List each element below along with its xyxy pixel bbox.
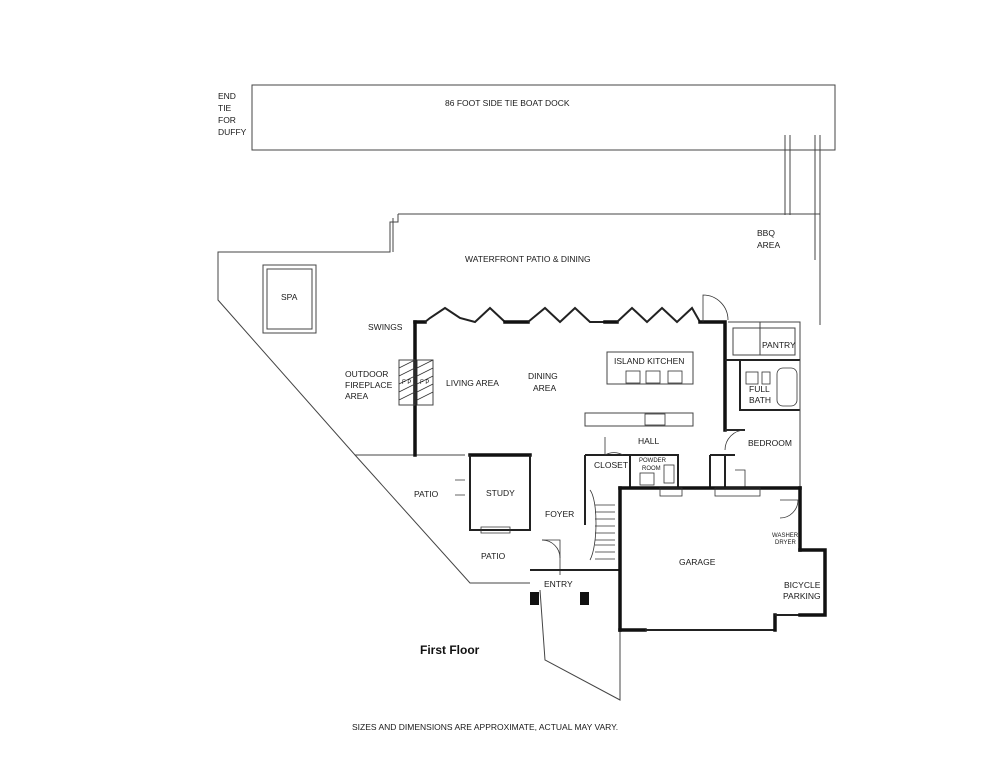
end-tie-line-3: FOR bbox=[218, 115, 236, 125]
full-bath-label-2: BATH bbox=[749, 395, 771, 405]
outdoor-fireplace-label-2: FIREPLACE bbox=[345, 380, 393, 390]
pantry-label: PANTRY bbox=[762, 340, 796, 350]
bedroom-label: BEDROOM bbox=[748, 438, 792, 448]
fireplace bbox=[398, 359, 434, 406]
garage-label: GARAGE bbox=[679, 557, 716, 567]
house-walls bbox=[413, 294, 827, 632]
living-area-label: LIVING AREA bbox=[446, 378, 499, 388]
fireplace-label-inner: F P bbox=[420, 380, 429, 386]
study-label: STUDY bbox=[486, 488, 515, 498]
washer-dryer-label-1: WASHER bbox=[772, 533, 799, 539]
patio-lower-label: PATIO bbox=[481, 551, 506, 561]
outdoor-fireplace-label-1: OUTDOOR bbox=[345, 369, 388, 379]
full-bath-label-1: FULL bbox=[749, 384, 770, 394]
washer-dryer-label-2: DRYER bbox=[775, 540, 797, 546]
dining-area-label-1: DINING bbox=[528, 371, 558, 381]
boat-dock bbox=[251, 84, 836, 325]
bicycle-parking-label-2: PARKING bbox=[783, 591, 821, 601]
spa-label: SPA bbox=[281, 292, 298, 302]
foyer-label: FOYER bbox=[545, 509, 574, 519]
powder-room-label-2: ROOM bbox=[642, 466, 661, 472]
island-kitchen-label: ISLAND KITCHEN bbox=[614, 356, 684, 366]
boat-dock-label: 86 FOOT SIDE TIE BOAT DOCK bbox=[445, 98, 570, 108]
end-tie-line-4: DUFFY bbox=[218, 127, 247, 137]
dining-area-label-2: AREA bbox=[533, 383, 556, 393]
end-tie-line-1: END bbox=[218, 91, 236, 101]
disclaimer: SIZES AND DIMENSIONS ARE APPROXIMATE, AC… bbox=[352, 722, 618, 732]
patio-upper-label: PATIO bbox=[414, 489, 439, 499]
spa bbox=[262, 264, 317, 334]
hall-label: HALL bbox=[638, 436, 660, 446]
bbq-label-2: AREA bbox=[757, 240, 780, 250]
outdoor-fireplace-label-3: AREA bbox=[345, 391, 368, 401]
closet-label: CLOSET bbox=[594, 460, 628, 470]
end-tie-line-2: TIE bbox=[218, 103, 232, 113]
entry-label: ENTRY bbox=[544, 579, 573, 589]
waterfront-patio-label: WATERFRONT PATIO & DINING bbox=[465, 254, 591, 264]
end-tie-label: END TIE FOR DUFFY bbox=[218, 91, 247, 137]
bbq-label-1: BBQ bbox=[757, 228, 775, 238]
fireplace-label-outer: F P bbox=[402, 380, 411, 386]
site-outline bbox=[217, 213, 821, 701]
swings-label: SWINGS bbox=[368, 322, 403, 332]
powder-room-label-1: POWDER bbox=[639, 458, 667, 464]
bicycle-parking-label-1: BICYCLE bbox=[784, 580, 821, 590]
floor-title: First Floor bbox=[420, 643, 480, 657]
